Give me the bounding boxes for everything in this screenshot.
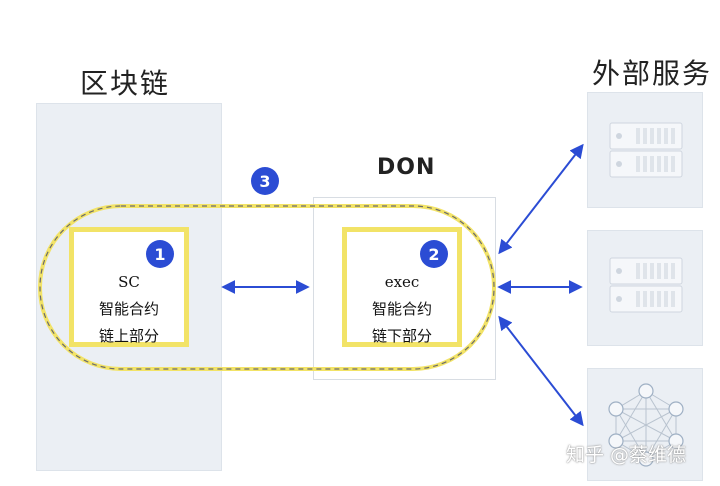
watermark: 知乎 @蔡维德 xyxy=(566,444,687,466)
offchain-label-exec: exec xyxy=(384,273,420,291)
don-title: DON xyxy=(377,155,436,180)
arrow-don-service-1 xyxy=(498,143,584,255)
external-service-3 xyxy=(587,368,703,481)
external-service-2 xyxy=(587,230,703,346)
onchain-label-part: 链上部分 xyxy=(98,327,159,345)
onchain-contract-box: SC 智能合约 链上部分 xyxy=(69,227,189,347)
badge-1: 1 xyxy=(146,240,174,268)
blockchain-title: 区块链 xyxy=(80,67,171,100)
badge-3: 3 xyxy=(251,167,279,195)
badge-2: 2 xyxy=(420,240,448,268)
external-service-1 xyxy=(587,92,703,208)
server-icon xyxy=(609,122,683,178)
arrow-don-service-3 xyxy=(498,315,584,427)
onchain-label-contract: 智能合约 xyxy=(98,300,159,318)
server-icon xyxy=(609,257,683,313)
offchain-contract-box: exec 智能合约 链下部分 xyxy=(342,227,462,347)
onchain-label-sc: SC xyxy=(118,273,140,291)
network-icon xyxy=(608,383,684,467)
offchain-label-contract: 智能合约 xyxy=(371,300,432,318)
external-services-title: 外部服务 xyxy=(592,57,713,90)
offchain-label-part: 链下部分 xyxy=(371,327,432,345)
